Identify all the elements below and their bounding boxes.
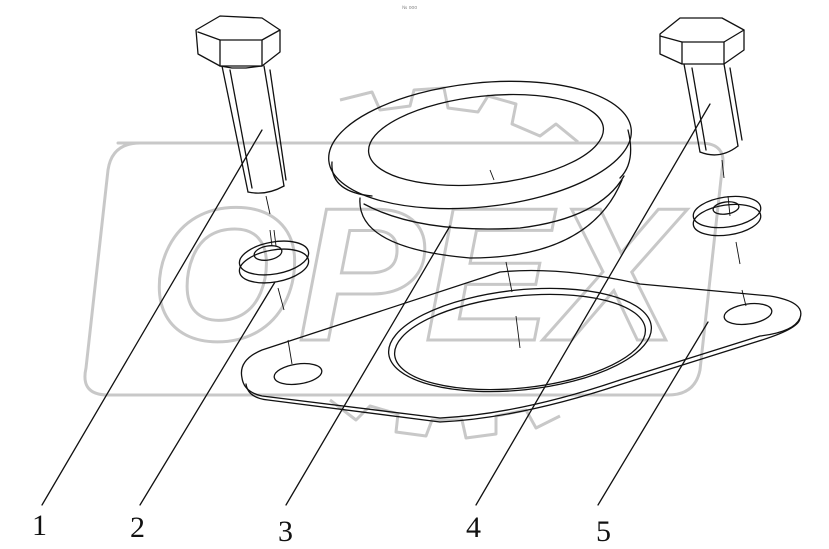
leader-line-3 [285,225,451,506]
watermark-logo: OPEX [83,86,725,440]
callout-1: 1 [32,509,47,542]
leader-line-2 [139,281,276,506]
watermark-text: OPEX [150,169,688,381]
pipe-flange [328,80,632,293]
leader-line-4 [475,103,711,506]
bolt-right [659,17,745,179]
callout-5: 5 [596,515,611,548]
washer-right [692,195,762,265]
washer-left [238,229,310,311]
bolt-left [195,15,287,215]
callout-4: 4 [466,511,481,544]
leader-line-5 [597,321,709,506]
callout-2: 2 [130,511,145,544]
gasket [240,269,802,423]
leader-lines [41,103,711,506]
leader-line-1 [41,129,263,506]
header-mark: № ooo [402,5,417,11]
callout-numbers: 1 2 3 4 5 [32,509,611,548]
callout-3: 3 [278,515,293,548]
